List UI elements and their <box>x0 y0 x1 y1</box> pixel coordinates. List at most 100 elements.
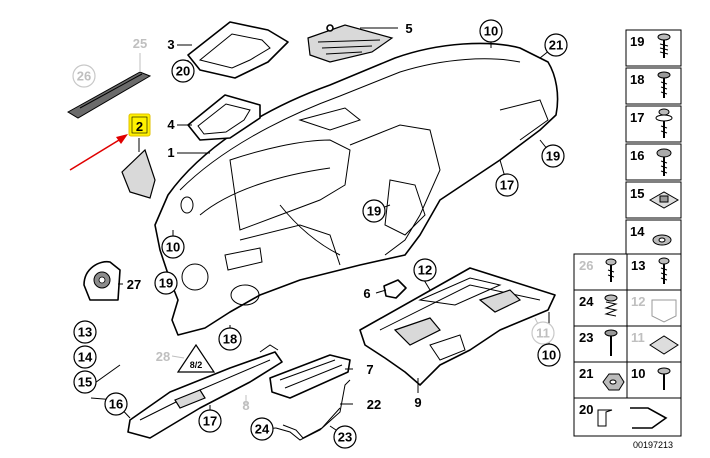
callout-2-highlight[interactable]: 2 <box>128 113 151 137</box>
svg-text:15: 15 <box>78 375 92 390</box>
panel-label-26: 26 <box>579 258 593 273</box>
callout-17a[interactable]: 17 <box>495 173 519 197</box>
svg-text:10: 10 <box>542 348 556 363</box>
callout-23[interactable]: 23 <box>333 425 357 449</box>
spring-clip-icon <box>604 294 618 317</box>
panel-label-21: 21 <box>579 366 593 381</box>
parts-cell-17 <box>625 105 682 143</box>
callout-4[interactable]: 4 <box>167 117 175 132</box>
clip-plate-icon <box>649 335 679 355</box>
callout-19b[interactable]: 19 <box>362 199 386 223</box>
callout-28[interactable]: 28 <box>156 349 170 364</box>
callout-5[interactable]: 5 <box>405 21 412 36</box>
screw-icon <box>657 33 671 58</box>
svg-text:26: 26 <box>77 69 91 84</box>
callout-1[interactable]: 1 <box>167 145 174 160</box>
callout-7[interactable]: 7 <box>366 362 373 377</box>
red-arrow-icon <box>69 134 128 171</box>
parts-panel: 19 18 17 16 15 14 26 13 24 12 23 11 21 1… <box>573 29 682 437</box>
knee-panel[interactable] <box>359 267 556 386</box>
callout-6[interactable]: 6 <box>363 286 370 301</box>
speaker-grille[interactable] <box>307 24 394 63</box>
storage-tray[interactable] <box>269 354 351 399</box>
svg-text:17: 17 <box>203 414 217 429</box>
svg-text:19: 19 <box>367 204 381 219</box>
panel-label-13: 13 <box>631 258 645 273</box>
clip-nut-icon <box>648 191 680 209</box>
screw-collar-icon <box>655 108 673 138</box>
callout-17b[interactable]: 17 <box>198 409 222 433</box>
svg-text:19: 19 <box>159 276 173 291</box>
screw-tall-icon <box>658 257 670 284</box>
callout-21[interactable]: 21 <box>544 33 568 57</box>
speaker-cover[interactable] <box>83 260 121 301</box>
bracket-icon <box>597 407 668 429</box>
parts-cell-18 <box>625 67 682 105</box>
lower-trim-panel[interactable] <box>127 344 283 439</box>
panel-label-10: 10 <box>631 366 645 381</box>
callout-10a[interactable]: 10 <box>479 19 503 43</box>
callout-13[interactable]: 13 <box>73 320 97 344</box>
svg-text:12: 12 <box>418 263 432 278</box>
callout-2[interactable]: 2 <box>136 119 143 134</box>
svg-text:18: 18 <box>223 332 237 347</box>
panel-label-12: 12 <box>631 294 645 309</box>
washer-icon <box>652 234 672 246</box>
callout-14[interactable]: 14 <box>73 345 97 369</box>
svg-text:11: 11 <box>536 326 550 341</box>
callout-3[interactable]: 3 <box>167 37 174 52</box>
svg-text:10: 10 <box>484 24 498 39</box>
parts-cell-19 <box>625 29 682 67</box>
callout-8[interactable]: 8 <box>242 398 249 413</box>
callout-26[interactable]: 26 <box>72 64 96 88</box>
svg-text:14: 14 <box>78 350 93 365</box>
callout-25[interactable]: 25 <box>133 36 147 51</box>
callout-10c[interactable]: 10 <box>537 343 561 367</box>
svg-text:19: 19 <box>546 149 560 164</box>
callout-19c[interactable]: 19 <box>154 271 178 295</box>
svg-text:10: 10 <box>166 240 180 255</box>
nut-icon <box>602 373 625 391</box>
svg-text:13: 13 <box>78 325 92 340</box>
callout-10b[interactable]: 10 <box>161 235 185 259</box>
callout-18[interactable]: 18 <box>218 327 242 351</box>
callout-16[interactable]: 16 <box>104 392 128 416</box>
vent-frame-middle[interactable] <box>187 94 261 141</box>
panel-label-14: 14 <box>630 224 645 239</box>
clip-grey-icon <box>651 299 677 323</box>
panel-label-16: 16 <box>630 148 644 163</box>
vent-frame-top[interactable] <box>187 21 289 79</box>
plug-icon <box>605 258 617 282</box>
callout-9[interactable]: 9 <box>414 395 421 410</box>
callout-12[interactable]: 12 <box>413 258 437 282</box>
svg-text:24: 24 <box>255 422 270 437</box>
svg-text:16: 16 <box>109 397 123 412</box>
svg-text:20: 20 <box>176 64 190 79</box>
callout-15[interactable]: 15 <box>73 370 97 394</box>
panel-label-24: 24 <box>579 294 594 309</box>
mounting-bracket[interactable] <box>275 379 351 441</box>
callout-24[interactable]: 24 <box>250 417 274 441</box>
bolt-icon <box>604 329 618 356</box>
callout-27[interactable]: 27 <box>127 277 141 292</box>
callout-19a[interactable]: 19 <box>541 144 565 168</box>
panel-label-17: 17 <box>630 110 644 125</box>
parts-cell-16 <box>625 143 682 181</box>
side-cover[interactable] <box>121 148 156 199</box>
panel-label-23: 23 <box>579 330 593 345</box>
svg-text:23: 23 <box>338 430 352 445</box>
callout-11[interactable]: 11 <box>531 321 555 345</box>
screw-flange-icon <box>656 148 672 176</box>
panel-label-15: 15 <box>630 186 644 201</box>
svg-text:21: 21 <box>549 38 563 53</box>
screw-washer-icon <box>657 71 671 98</box>
panel-label-11: 11 <box>631 330 645 345</box>
screw-short-icon <box>657 367 671 390</box>
panel-label-18: 18 <box>630 72 644 87</box>
svg-text:17: 17 <box>500 178 514 193</box>
callout-22[interactable]: 22 <box>367 397 381 412</box>
callout-20[interactable]: 20 <box>171 59 195 83</box>
retaining-clip[interactable] <box>383 279 407 299</box>
